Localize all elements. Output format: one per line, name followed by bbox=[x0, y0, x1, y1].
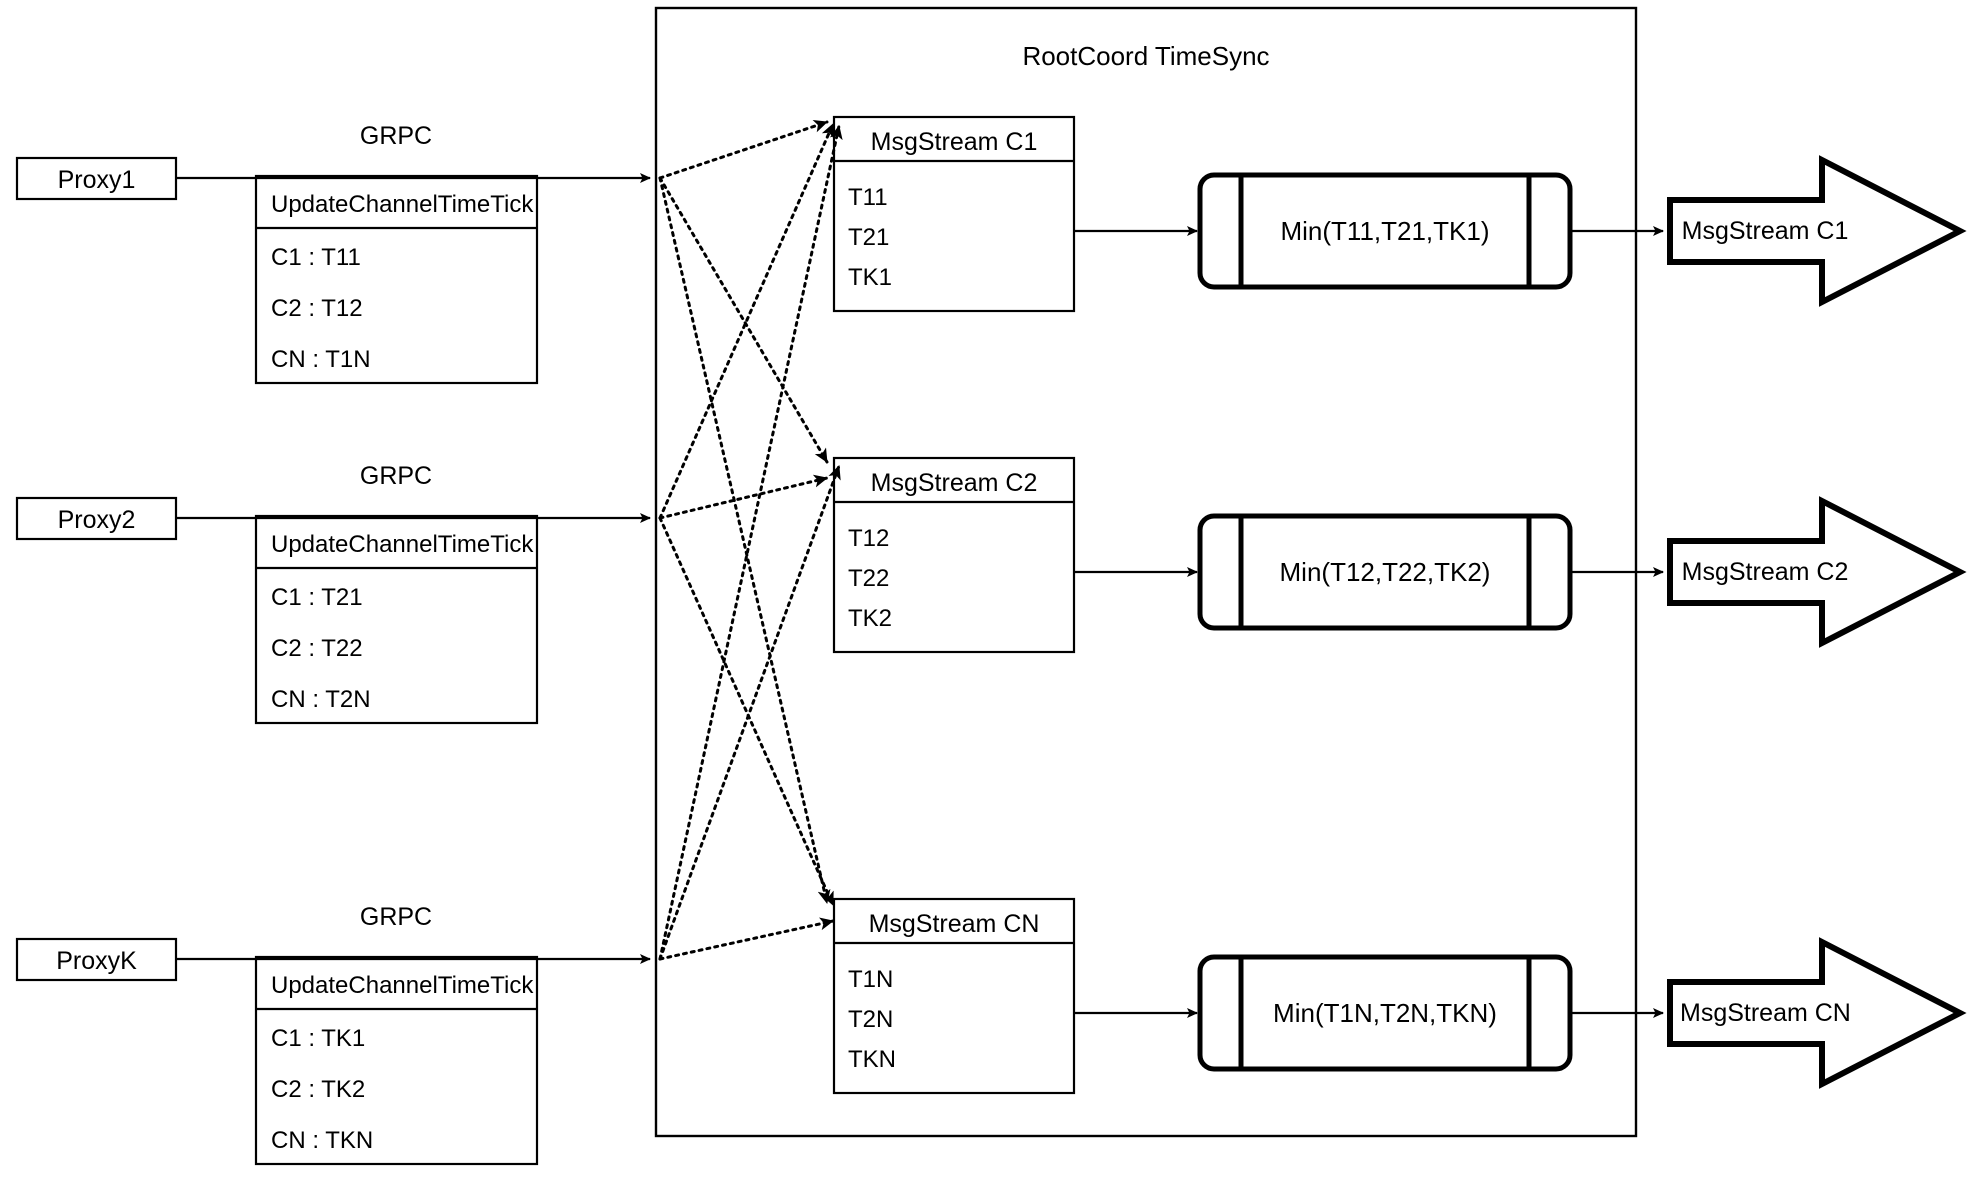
msgstream-box-3 bbox=[832, 897, 1076, 1095]
rpc-header-1: UpdateChannelTimeTick bbox=[271, 191, 534, 218]
grpc-label-2: GRPC bbox=[359, 462, 433, 490]
output-block-arrow-3 bbox=[1667, 937, 1967, 1089]
min-process-1 bbox=[1197, 172, 1573, 290]
rpc-entry-2-2: CN : T2N bbox=[271, 686, 371, 713]
msgstream-item-2-0: T12 bbox=[848, 525, 890, 552]
msgstream-item-1-1: T21 bbox=[848, 224, 890, 251]
rpc-entry-1-2: CN : T1N bbox=[271, 346, 371, 373]
msgstream-header-1: MsgStream C1 bbox=[870, 128, 1038, 156]
rpc-entry-3-1: C2 : TK2 bbox=[271, 1076, 366, 1103]
rpc-entry-2-1: C2 : T22 bbox=[271, 635, 363, 662]
msgstream-item-3-0: T1N bbox=[848, 966, 894, 993]
msgstream-header-2: MsgStream C2 bbox=[870, 469, 1038, 497]
msgstream-item-3-2: TKN bbox=[848, 1046, 896, 1073]
msgstream-item-2-1: T22 bbox=[848, 565, 890, 592]
min-process-2 bbox=[1197, 513, 1573, 631]
proxy-label-1: Proxy1 bbox=[57, 166, 136, 194]
rpc-header-2: UpdateChannelTimeTick bbox=[271, 531, 534, 558]
output-label-2: MsgStream C2 bbox=[1681, 558, 1849, 586]
rpc-entry-2-0: C1 : T21 bbox=[271, 584, 363, 611]
rpc-header-3: UpdateChannelTimeTick bbox=[271, 972, 534, 999]
msgstream-item-1-2: TK1 bbox=[848, 264, 893, 291]
container-title: RootCoord TimeSync bbox=[1022, 41, 1270, 71]
msgstream-item-3-1: T2N bbox=[848, 1006, 894, 1033]
msgstream-header-3: MsgStream CN bbox=[868, 910, 1040, 938]
msgstream-box-2 bbox=[832, 456, 1076, 654]
grpc-label-1: GRPC bbox=[359, 122, 433, 150]
rpc-entry-1-0: C1 : T11 bbox=[271, 244, 361, 271]
proxy-box-2 bbox=[15, 496, 178, 541]
rpc-box-3 bbox=[254, 955, 539, 1166]
rpc-entry-3-2: CN : TKN bbox=[271, 1127, 374, 1154]
rpc-box-1 bbox=[254, 174, 539, 385]
proxy-box-1 bbox=[15, 156, 178, 201]
grpc-label-3: GRPC bbox=[359, 903, 433, 931]
min-label-2: Min(T12,T22,TK2) bbox=[1279, 557, 1491, 587]
output-label-3: MsgStream CN bbox=[1680, 999, 1851, 1027]
rpc-entry-3-0: C1 : TK1 bbox=[271, 1025, 366, 1052]
dotted-links-from-proxy-3 bbox=[658, 124, 843, 961]
proxy-label-2: Proxy2 bbox=[57, 506, 136, 534]
rpc-entry-1-1: C2 : T12 bbox=[271, 295, 363, 322]
dotted-links-from-proxy-2 bbox=[658, 122, 835, 907]
output-label-1: MsgStream C1 bbox=[1681, 217, 1849, 245]
msgstream-box-1 bbox=[832, 115, 1076, 313]
rpc-box-2 bbox=[254, 514, 539, 725]
dotted-links-from-proxy-1 bbox=[658, 119, 831, 905]
min-label-3: Min(T1N,T2N,TKN) bbox=[1273, 998, 1497, 1028]
proxy-label-3: ProxyK bbox=[56, 947, 137, 975]
msgstream-item-2-2: TK2 bbox=[848, 605, 893, 632]
output-block-arrow-1 bbox=[1667, 155, 1967, 307]
msgstream-item-1-0: T11 bbox=[848, 184, 888, 211]
min-label-1: Min(T11,T21,TK1) bbox=[1280, 216, 1490, 246]
output-block-arrow-2 bbox=[1667, 496, 1967, 648]
